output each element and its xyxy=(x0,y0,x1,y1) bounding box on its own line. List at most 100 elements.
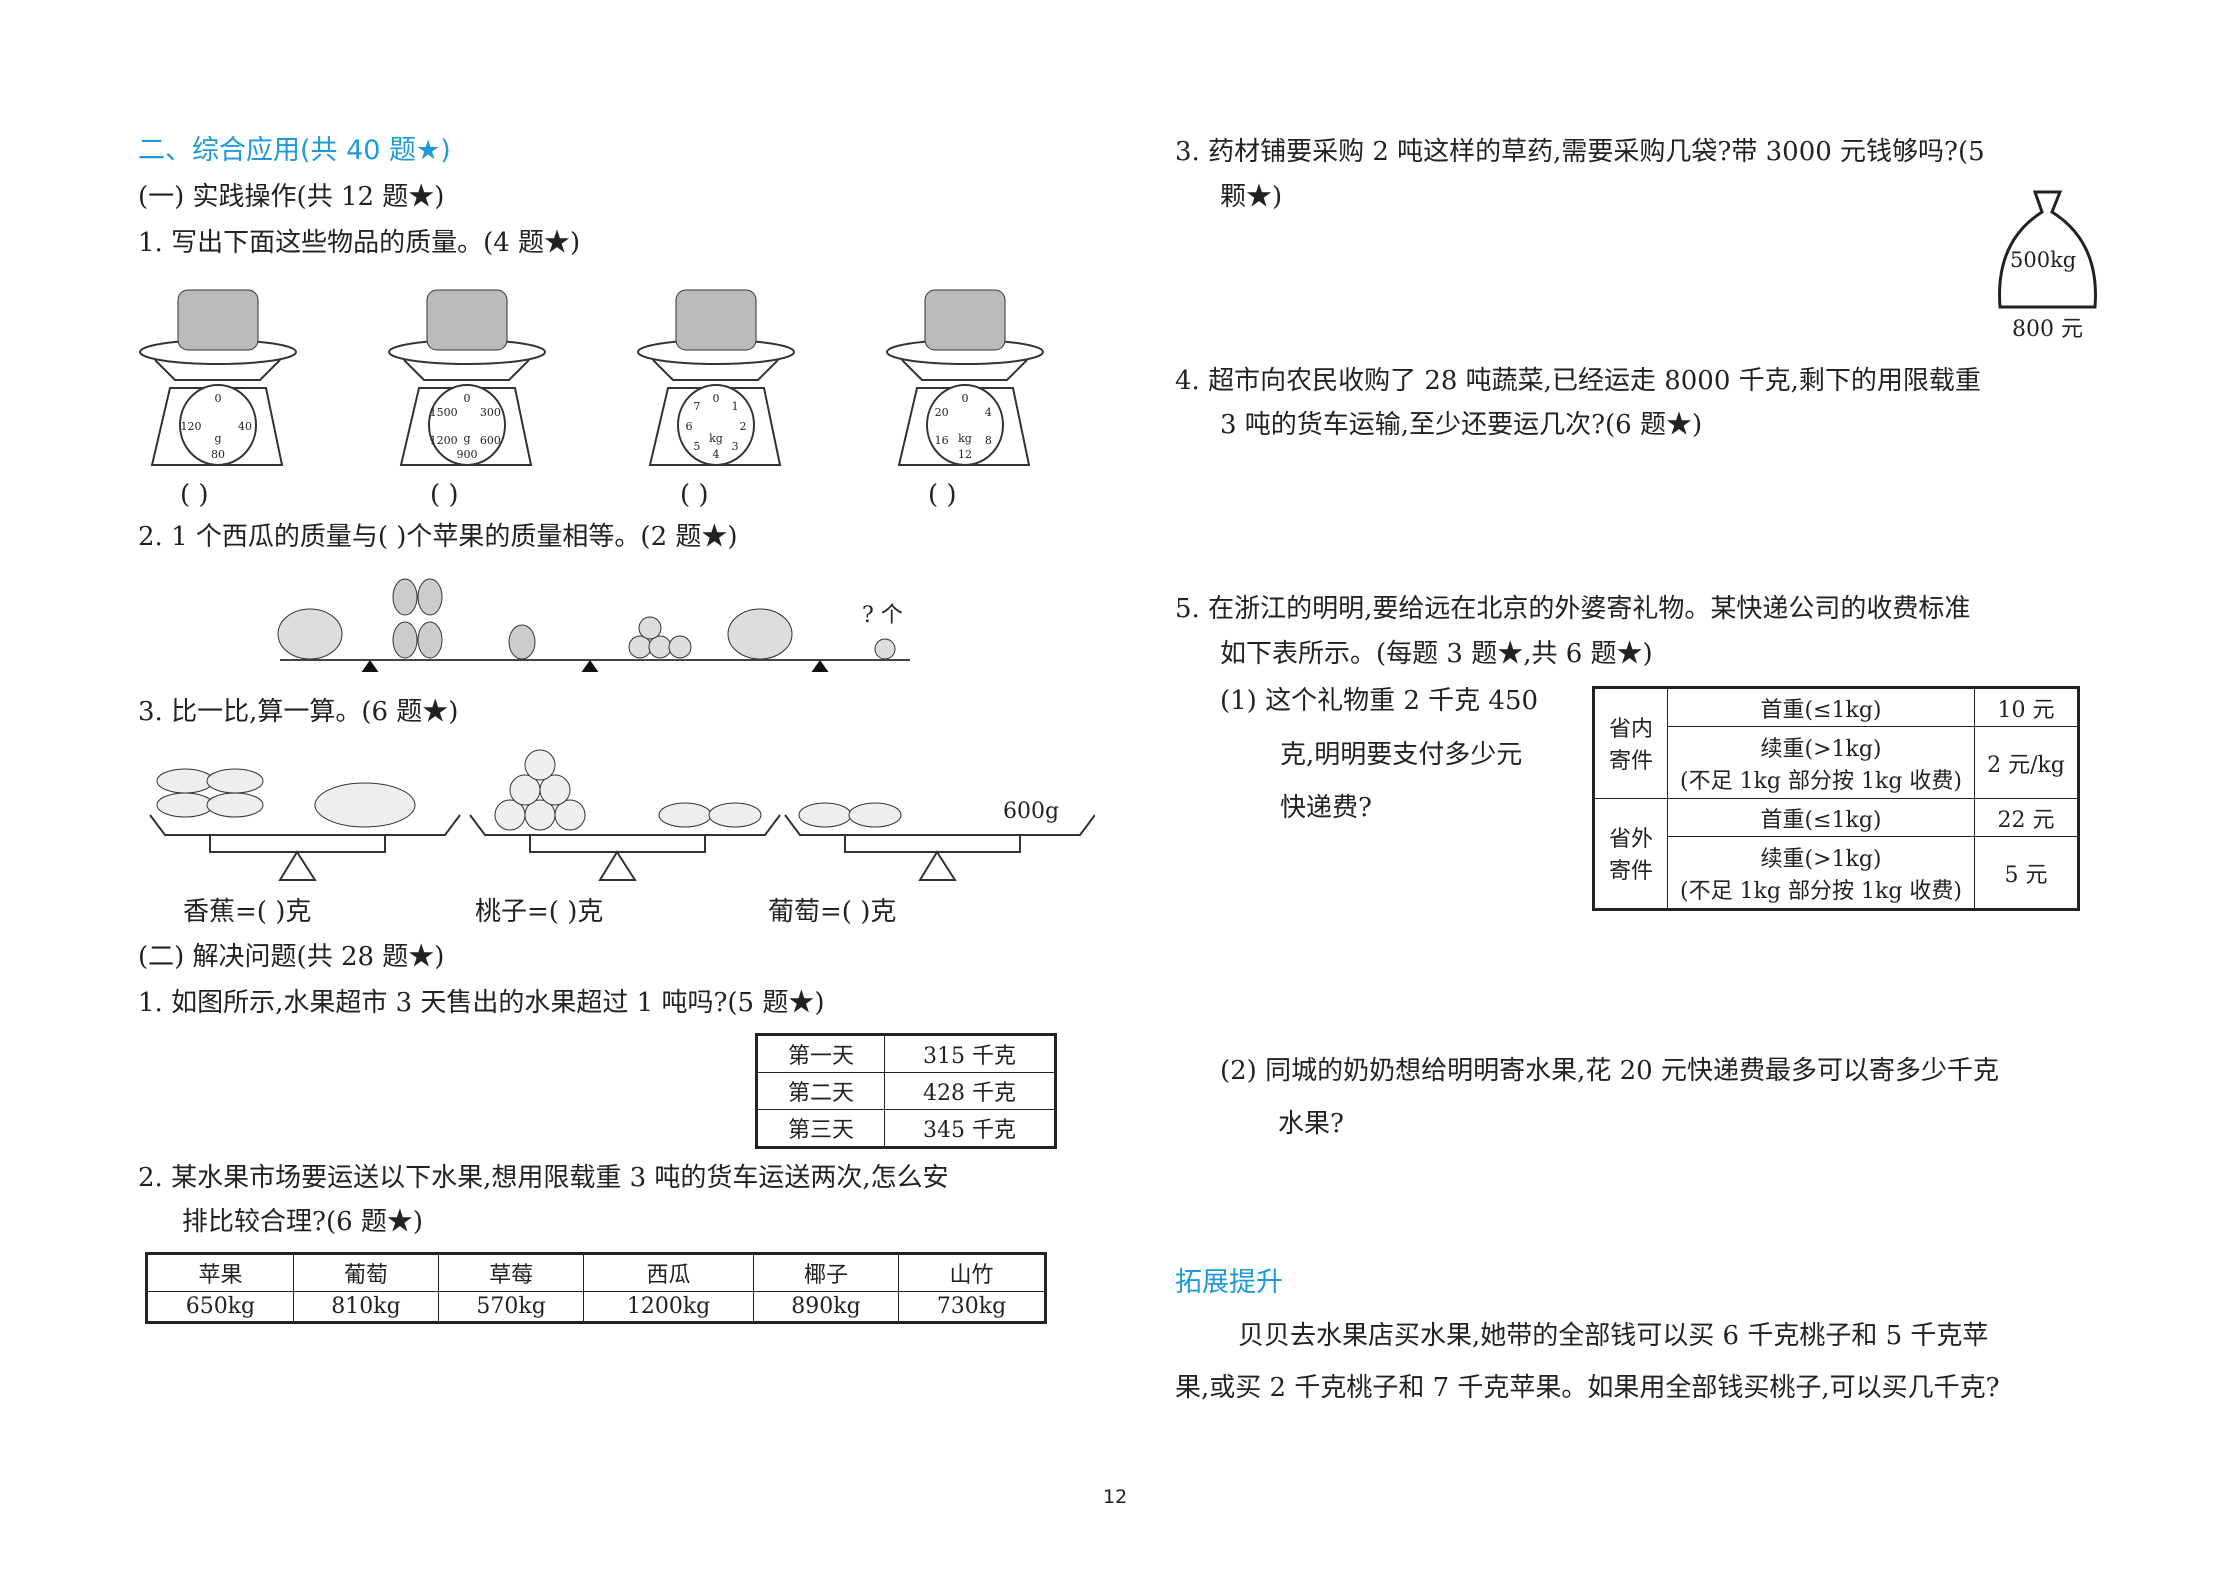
q5-2-line1: (2) 同城的奶奶想给明明寄水果,花 20 元快递费最多可以寄多少千克 xyxy=(1220,1056,1999,1086)
herb-bag-icon: 500kg xyxy=(1998,190,2097,309)
group-label: 省外寄件 xyxy=(1593,797,1668,911)
teddy-bear-icon xyxy=(177,289,259,351)
dial-label: 1500 xyxy=(430,406,458,419)
fee-item: 续重(>1kg) (不足 1kg 部分按 1kg 收费) xyxy=(1667,836,1975,910)
scales-illustration: 04080120g030060090012001500g01234567kg04… xyxy=(139,289,1044,466)
table-row: 省内寄件首重(≤1kg)10 元 xyxy=(1593,686,2079,799)
table-row: 续重(>1kg) (不足 1kg 部分按 1kg 收费) 5 元 xyxy=(1594,836,2079,910)
dial-label: 8 xyxy=(985,434,992,447)
dial-label: 0 xyxy=(713,392,720,405)
fee-item-label: 续重(>1kg) xyxy=(1760,736,1882,762)
answer-blank-3[interactable]: ( ) xyxy=(680,480,709,510)
fee-item: 首重(≤1kg) xyxy=(1667,686,1975,728)
day-cell: 第三天 xyxy=(756,1109,885,1148)
amount-cell: 345 千克 xyxy=(883,1109,1057,1148)
q5-1-line1: (1) 这个礼物重 2 千克 450 xyxy=(1220,686,1539,716)
dial-label: 2 xyxy=(740,420,747,433)
fruit-weight-cell: 570kg xyxy=(438,1291,585,1323)
fruit-weight-cell: 650kg xyxy=(146,1291,294,1323)
fee-note: (不足 1kg 部分按 1kg 收费) xyxy=(1680,878,1962,904)
peach-answer[interactable]: 桃子=( )克 xyxy=(475,897,604,927)
dial-label: 1 xyxy=(732,400,739,413)
fee-item: 首重(≤1kg) xyxy=(1667,797,1975,838)
r-question-4-line1: 4. 超市向农民收购了 28 吨蔬菜,已经运走 8000 千克,剩下的用限载重 xyxy=(1175,366,1981,396)
water-bottle-icon xyxy=(924,289,1006,351)
fee-item: 续重(>1kg) (不足 1kg 部分按 1kg 收费) xyxy=(1667,726,1975,799)
fruit-balance-illustration: 600g xyxy=(149,749,1095,881)
fee-item-label: 续重(>1kg) xyxy=(1760,846,1882,872)
amount-cell: 315 千克 xyxy=(883,1034,1057,1073)
fee-note: (不足 1kg 部分按 1kg 收费) xyxy=(1680,768,1962,794)
bag-weight-label: 500kg xyxy=(2010,248,2076,272)
day-cell: 第一天 xyxy=(756,1034,885,1073)
fruit-weight-cell: 1200kg xyxy=(583,1291,754,1323)
dial-label: 900 xyxy=(457,448,478,461)
dial-label: 3 xyxy=(732,440,739,453)
dial-label: 0 xyxy=(215,392,222,405)
dial-label: 300 xyxy=(480,406,501,419)
question-2: 2. 1 个西瓜的质量与( )个苹果的质量相等。(2 题★) xyxy=(138,522,738,552)
part1-title: (一) 实践操作(共 12 题★) xyxy=(138,182,445,212)
answer-blank-4[interactable]: ( ) xyxy=(928,480,957,510)
fee-price: 5 元 xyxy=(1974,836,2079,910)
fruit-header-cell: 椰子 xyxy=(752,1253,900,1292)
dial-label: 1200 xyxy=(430,434,458,447)
group-label: 省内寄件 xyxy=(1593,687,1668,799)
dial-unit: g xyxy=(214,432,221,445)
r-question-5-line2: 如下表所示。(每题 3 题★,共 6 题★) xyxy=(1220,639,1653,669)
amount-cell: 428 千克 xyxy=(883,1072,1057,1110)
fruit-weight-cell: 810kg xyxy=(292,1291,440,1323)
dial-label: 80 xyxy=(211,448,225,461)
page-number: 12 xyxy=(1103,1486,1128,1508)
table-row: 省外寄件首重(≤1kg)22 元 xyxy=(1593,797,2079,911)
fruit-header-cell: 苹果 xyxy=(146,1253,294,1292)
fee-price: 10 元 xyxy=(1974,686,2079,728)
dial-label: 0 xyxy=(464,392,471,405)
answer-blank-2[interactable]: ( ) xyxy=(430,480,459,510)
question-3: 3. 比一比,算一算。(6 题★) xyxy=(138,697,459,727)
dial-unit: kg xyxy=(709,432,723,445)
dial-unit: g xyxy=(463,432,470,445)
fruit-weight-cell: 890kg xyxy=(752,1291,900,1323)
extension-title: 拓展提升 xyxy=(1175,1267,1283,1298)
dial-label: 12 xyxy=(958,448,972,461)
dial-label: 4 xyxy=(985,406,992,419)
fee-price: 22 元 xyxy=(1974,797,2079,838)
r-question-5-line1: 5. 在浙江的明明,要给远在北京的外婆寄礼物。某快递公司的收费标准 xyxy=(1175,594,1971,624)
dial-label: 5 xyxy=(693,440,700,453)
banana-answer[interactable]: 香蕉=( )克 xyxy=(183,897,312,927)
extension-line1: 贝贝去水果店买水果,她带的全部钱可以买 6 千克桃子和 5 千克苹 xyxy=(1238,1321,1989,1351)
r-question-3-line2: 颗★) xyxy=(1220,182,1283,212)
dial-label: 4 xyxy=(713,448,720,461)
answer-blank-1[interactable]: ( ) xyxy=(180,480,209,510)
dial-unit: kg xyxy=(958,432,972,445)
dial-label: 16 xyxy=(935,434,949,447)
dial-label: 6 xyxy=(686,420,693,433)
fruit-weight-cell: 730kg xyxy=(898,1291,1046,1323)
fruit-header-cell: 西瓜 xyxy=(583,1253,754,1292)
question-1: 1. 写出下面这些物品的质量。(4 题★) xyxy=(138,228,581,258)
dial-label: 600 xyxy=(480,434,501,447)
grape-answer[interactable]: 葡萄=( )克 xyxy=(768,897,897,927)
books-icon xyxy=(426,289,508,351)
fruit-header-cell: 草莓 xyxy=(438,1253,585,1292)
weight-label: 600g xyxy=(1003,799,1059,824)
part2-title: (二) 解决问题(共 28 题★) xyxy=(138,942,445,972)
q5-1-line3: 快递费? xyxy=(1280,793,1372,823)
fruit-header-cell: 山竹 xyxy=(898,1253,1046,1292)
dial-label: 20 xyxy=(935,406,949,419)
dial-label: 7 xyxy=(693,400,700,413)
q5-2-line2: 水果? xyxy=(1278,1109,1344,1139)
p2-question-2-line2: 排比较合理?(6 题★) xyxy=(182,1207,424,1237)
question-count-label: ? 个 xyxy=(862,603,903,628)
